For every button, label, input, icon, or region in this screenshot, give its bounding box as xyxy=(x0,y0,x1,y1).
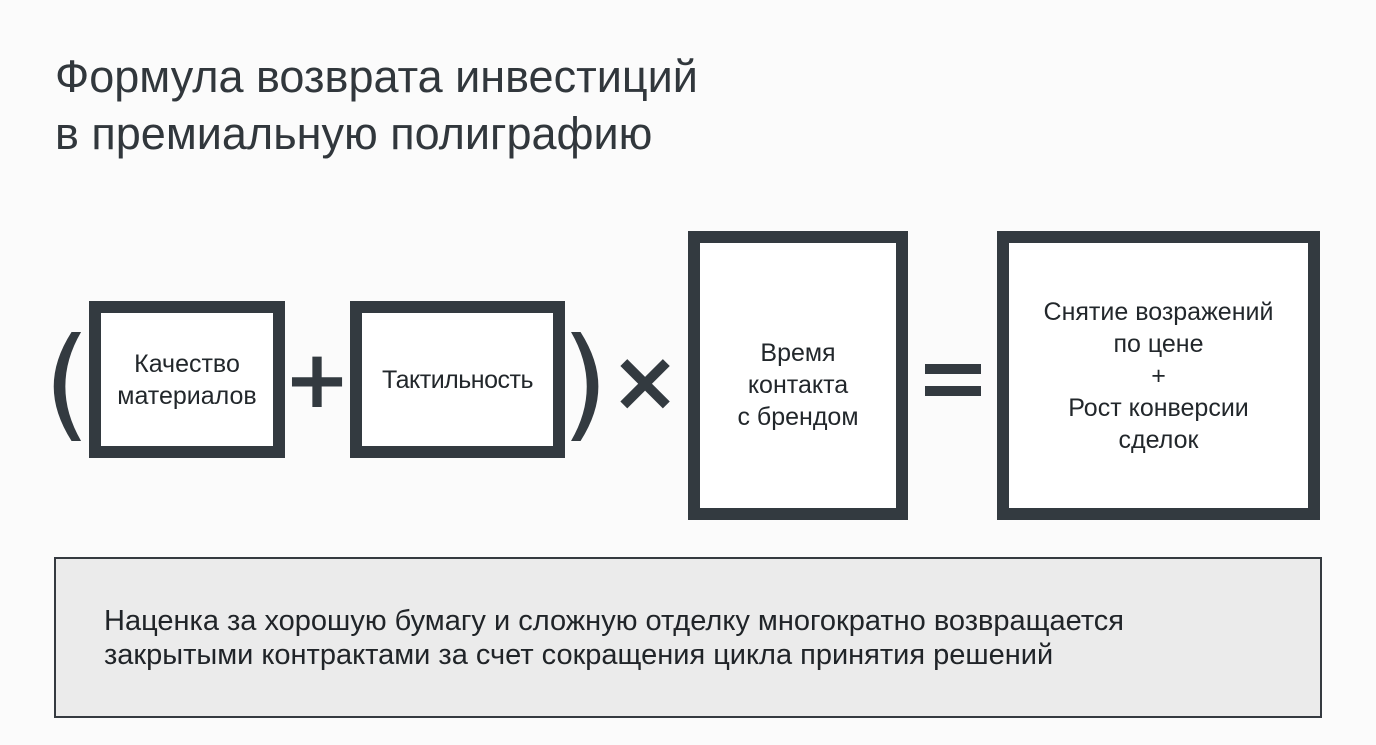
tactility-box: Тактильность xyxy=(350,301,565,458)
plus-operator: + xyxy=(283,333,351,426)
quality-box-line-1: Качество xyxy=(134,349,240,378)
result-box-plus: + xyxy=(1151,361,1166,390)
summary-note: Наценка за хорошую бумагу и сложную отде… xyxy=(54,557,1322,718)
summary-note-line-2: закрытыми контрактами за счет сокращения… xyxy=(104,638,1054,671)
equals-operator xyxy=(925,359,981,401)
contact-time-box-line-3: с брендом xyxy=(737,403,859,431)
equals-icon xyxy=(925,364,981,396)
page-title: Формула возврата инвестиций в премиальну… xyxy=(55,48,698,162)
contact-time-box-line-2: контакта xyxy=(747,371,849,399)
result-box-line-5: сделок xyxy=(1118,425,1199,454)
tactility-box-line-1: Тактильность xyxy=(382,365,533,394)
quality-box-line-2: материалов xyxy=(117,381,257,410)
summary-note-line-1: Наценка за хорошую бумагу и сложную отде… xyxy=(104,604,1124,637)
result-box: Снятие возражений по цене + Рост конверс… xyxy=(997,231,1320,520)
page-title-line-2: в премиальную полиграфию xyxy=(55,108,653,159)
multiply-operator: × xyxy=(609,332,681,430)
contact-time-box-line-1: Время xyxy=(760,339,836,367)
open-parenthesis: ( xyxy=(43,312,91,454)
result-box-line-2: по цене xyxy=(1113,329,1204,358)
result-box-line-4: Рост конверсии xyxy=(1068,393,1249,422)
contact-time-box: Время контакта с брендом xyxy=(688,231,908,520)
quality-box: Качество материалов xyxy=(89,301,285,458)
close-parenthesis: ) xyxy=(561,312,609,454)
result-box-line-1: Снятие возражений xyxy=(1043,297,1274,326)
page-title-line-1: Формула возврата инвестиций xyxy=(55,51,698,102)
